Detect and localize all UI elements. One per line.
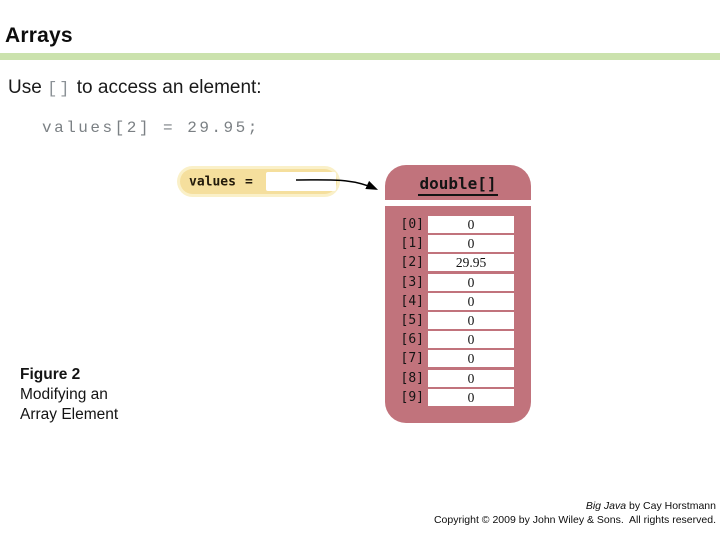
- credits: Big Java by Cay Horstmann Copyright © 20…: [434, 500, 716, 527]
- heading-code-brackets: []: [47, 80, 72, 99]
- code-statement: values[2] = 29.95;: [42, 119, 260, 137]
- figure-caption: Figure 2 Modifying an Array Element: [20, 365, 118, 425]
- array-value-cell: 29.95: [428, 254, 514, 272]
- array-value-cell: 0: [428, 312, 514, 330]
- array-row: [6] 0: [385, 330, 531, 349]
- array-type-label: double[]: [418, 174, 498, 196]
- array-index-label: [3]: [400, 274, 424, 290]
- variable-name-label: values =: [189, 174, 253, 189]
- array-value-cell: 0: [428, 273, 514, 291]
- variable-name: values: [189, 174, 236, 189]
- array-index-label: [5]: [400, 313, 424, 329]
- variable-box-inner: values =: [180, 169, 337, 194]
- array-row: [0] 0: [385, 215, 531, 234]
- array-value-cell: 0: [428, 350, 514, 368]
- figure-caption-line2: Array Element: [20, 406, 119, 423]
- heading-text-pre: Use: [8, 77, 48, 98]
- variable-box-values: values =: [177, 166, 340, 197]
- array-index-label: [1]: [400, 236, 424, 252]
- credits-book-line: Big Java by Cay Horstmann: [434, 500, 716, 514]
- array-value-cell: 0: [428, 388, 514, 406]
- array-value-cell: 0: [428, 216, 514, 234]
- array-index-label: [9]: [400, 389, 424, 405]
- heading-text-post: to access an element:: [71, 77, 262, 98]
- array-object: double[] [0] 0 [1] 0 [2] 29.95: [385, 165, 531, 423]
- slide-title: Arrays: [5, 24, 73, 47]
- figure-caption-line1: Modifying an: [20, 386, 108, 403]
- array-index-label: [0]: [400, 217, 424, 233]
- array-value-cell: 0: [428, 292, 514, 310]
- reference-cell: [266, 172, 336, 191]
- array-rows: [0] 0 [1] 0 [2] 29.95 [3] 0: [385, 215, 531, 407]
- title-divider-bar: [0, 53, 720, 60]
- heading-line: Use [] to access an element:: [8, 77, 262, 99]
- array-row: [4] 0: [385, 292, 531, 311]
- book-title: Big Java: [585, 500, 627, 512]
- assign-symbol: =: [244, 174, 253, 189]
- array-index-label: [6]: [400, 332, 424, 348]
- array-index-label: [4]: [400, 293, 424, 309]
- array-row: [2] 29.95: [385, 253, 531, 272]
- array-index-label: [7]: [400, 351, 424, 367]
- array-row: [9] 0: [385, 388, 531, 407]
- array-row: [5] 0: [385, 311, 531, 330]
- array-index-label: [8]: [400, 370, 424, 386]
- array-row: [1] 0: [385, 234, 531, 253]
- reference-arrow: [295, 179, 379, 190]
- array-row: [7] 0: [385, 349, 531, 368]
- array-value-cell: 0: [428, 369, 514, 387]
- array-row: [3] 0: [385, 273, 531, 292]
- array-row: [8] 0: [385, 369, 531, 388]
- figure-caption-title: Figure 2: [20, 366, 81, 383]
- array-type-header: double[]: [385, 174, 531, 196]
- credits-copyright-line: Copyright © 2009 by John Wiley & Sons. A…: [433, 513, 716, 526]
- array-value-cell: 0: [428, 235, 514, 253]
- array-separator: [385, 200, 531, 206]
- book-author: by Cay Horstmann: [626, 500, 716, 512]
- array-index-label: [2]: [400, 255, 424, 271]
- array-value-cell: 0: [428, 331, 514, 349]
